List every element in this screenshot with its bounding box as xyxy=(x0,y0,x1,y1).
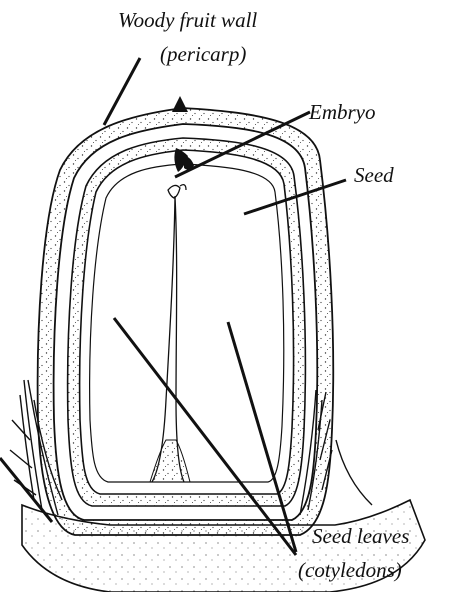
label-pericarp: (pericarp) xyxy=(160,42,246,66)
leader-pericarp xyxy=(104,58,140,125)
label-seed-leaves: Seed leaves xyxy=(312,524,409,548)
label-embryo: Embryo xyxy=(309,100,376,124)
label-fruit-wall: Woody fruit wall xyxy=(118,8,257,32)
label-cotyledons: (cotyledons) xyxy=(298,558,402,582)
apical-point xyxy=(172,96,188,112)
label-seed: Seed xyxy=(354,163,394,187)
